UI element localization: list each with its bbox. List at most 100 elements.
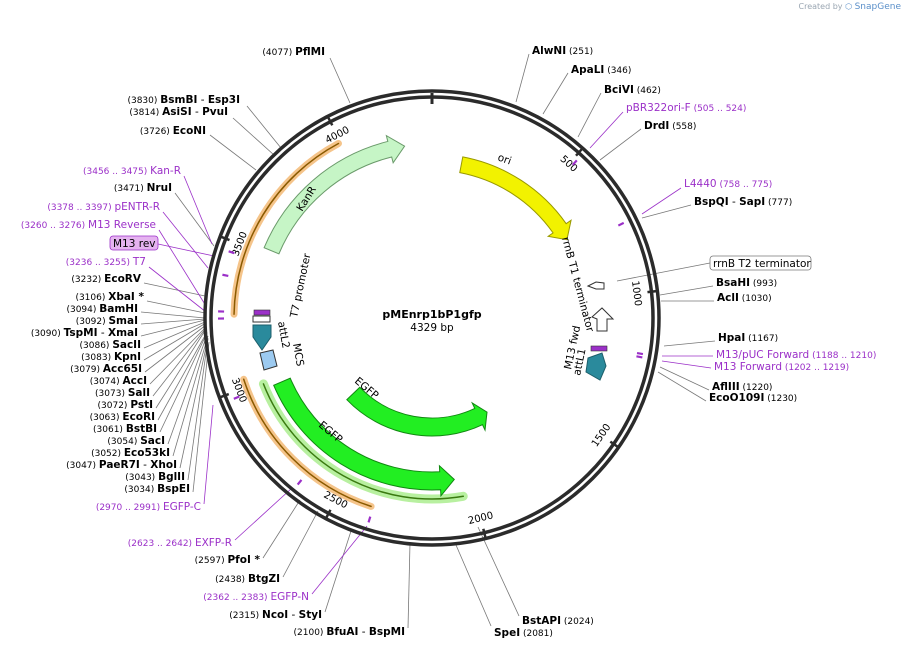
tick-500 xyxy=(575,148,583,157)
enzyme-apali[interactable]: ApaLI (346) xyxy=(571,64,631,76)
plasmid-name: pMEnrp1bP1gfp xyxy=(382,308,481,321)
leader-line xyxy=(179,337,209,469)
enzyme-ecorv[interactable]: (3232) EcoRV xyxy=(71,273,141,285)
backbone-outer-ring xyxy=(203,89,661,547)
enzyme-eco53ki[interactable]: (3052) Eco53kI xyxy=(91,447,170,459)
leader-line xyxy=(172,335,209,457)
enzyme-xbai[interactable]: (3106) XbaI * xyxy=(75,291,144,303)
enzyme-smai[interactable]: (3092) SmaI xyxy=(76,315,138,327)
enzyme-spei[interactable]: SpeI (2081) xyxy=(494,627,553,639)
enzyme-ncoi[interactable]: (2315) NcoI - StyI xyxy=(229,609,322,621)
primer-mark-8 xyxy=(233,395,240,400)
tick-2500 xyxy=(325,509,332,519)
egfp-core xyxy=(262,383,464,500)
kanr-arrow xyxy=(263,134,406,255)
enzyme-ecori[interactable]: (3063) EcoRI xyxy=(90,411,155,423)
primer-exfp-r[interactable]: (2623 .. 2642) EXFP-R xyxy=(128,537,232,549)
enzyme-econi[interactable]: (3726) EcoNI xyxy=(140,125,206,137)
enzyme-nrui[interactable]: (3471) NruI xyxy=(114,182,172,194)
leader-line xyxy=(140,311,206,319)
mcs-label: MCS xyxy=(290,342,306,367)
primer-pbr322ori-f[interactable]: pBR322ori-F (505 .. 524) xyxy=(626,102,746,114)
primer-site-marks xyxy=(217,159,644,523)
primer-pentr-r[interactable]: (3378 .. 3397) pENTR-R xyxy=(47,201,160,213)
enzyme-acc65i[interactable]: (3079) Acc65I xyxy=(70,363,142,375)
leader-line xyxy=(661,360,712,369)
enzyme-bsmbi[interactable]: (3830) BsmBI - Esp3I xyxy=(127,94,240,106)
m13-fwd-site xyxy=(590,345,608,352)
ori-arrow xyxy=(459,156,572,241)
leader-line xyxy=(143,322,207,361)
enzyme-psti[interactable]: (3072) PstI xyxy=(98,399,153,411)
leader-line xyxy=(311,525,368,595)
enzyme-bspqi[interactable]: BspQI - SapI (777) xyxy=(694,196,792,208)
leader-line xyxy=(146,300,206,314)
m13-rev-text: M13 rev xyxy=(113,238,156,250)
enzyme-pflmi[interactable]: (4077) PflMI xyxy=(262,46,325,58)
leader-line xyxy=(577,92,602,138)
primer-l4440[interactable]: L4440 (758 .. 775) xyxy=(684,178,772,190)
leader-line xyxy=(183,175,213,245)
enzyme-aflii[interactable]: AflIII (1220) xyxy=(712,381,772,393)
enzyme-bstbi[interactable]: (3061) BstBI xyxy=(93,423,157,435)
ori-label: ori xyxy=(496,152,513,168)
enzyme-alwni[interactable]: AlwNI (251) xyxy=(532,45,593,57)
primer-egfp-c[interactable]: (2970 .. 2991) EGFP-C xyxy=(96,501,201,513)
attl2-site xyxy=(252,324,272,351)
primer-t7[interactable]: (3236 .. 3255) T7 xyxy=(66,256,146,268)
attl2-label: attL2 xyxy=(275,320,292,349)
rrnb-t1-terminator xyxy=(586,281,615,332)
leader-line xyxy=(455,544,492,627)
leader-line xyxy=(515,53,530,103)
enzyme-sacii[interactable]: (3086) SacII xyxy=(80,339,141,351)
primer-kan-r[interactable]: (3456 .. 3475) Kan-R xyxy=(83,165,181,177)
enzyme-drdi[interactable]: DrdI (558) xyxy=(644,120,696,132)
leader-line xyxy=(246,105,282,149)
leader-line xyxy=(159,332,208,433)
enzyme-btgzi[interactable]: (2438) BtgZI xyxy=(215,573,280,585)
enzyme-bamhi[interactable]: (3094) BamHI xyxy=(66,303,138,315)
leader-line xyxy=(232,117,275,156)
leader-line xyxy=(148,266,207,313)
enzyme-sali[interactable]: (3073) SalI xyxy=(95,387,150,399)
enzyme-pfoi[interactable]: (2597) PfoI * xyxy=(195,554,261,566)
primer-m13puc-forward[interactable]: M13/pUC Forward (1188 .. 1210) xyxy=(716,349,876,361)
rrnb-t2-box[interactable]: rrnB T2 terminator xyxy=(709,255,812,271)
leader-line xyxy=(157,243,215,257)
enzyme-kpni[interactable]: (3083) KpnI xyxy=(81,351,141,363)
enzyme-bfuai[interactable]: (2100) BfuAI - BspMI xyxy=(294,626,405,638)
snapgene-logo-icon: ⬡ xyxy=(845,2,853,11)
leader-line xyxy=(143,321,206,349)
primer-m13-reverse[interactable]: (3260 .. 3276) M13 Reverse xyxy=(21,219,156,231)
tick-3500 xyxy=(220,235,230,242)
enzyme-asisi[interactable]: (3814) AsiSI - PvuI xyxy=(129,106,228,118)
t7-promoter-label: T7 promoter xyxy=(288,252,314,320)
enzyme-eco0109i[interactable]: EcoO109I (1230) xyxy=(709,392,797,404)
tick-3000 xyxy=(219,392,230,399)
leader-line xyxy=(234,487,293,541)
enzyme-bstapi[interactable]: BstAPI (2024) xyxy=(522,615,594,627)
leader-line xyxy=(158,229,207,307)
primer-m13-forward[interactable]: M13 Forward (1202 .. 1219) xyxy=(714,361,849,373)
tick-label-2000: 2000 xyxy=(467,510,494,527)
m13-rev-box[interactable]: M13 rev xyxy=(109,235,159,251)
enzyme-acci[interactable]: (3074) AccI xyxy=(90,375,147,387)
enzyme-hpai[interactable]: HpaI (1167) xyxy=(718,332,778,344)
t7-mark xyxy=(252,309,271,323)
enzyme-paer7i[interactable]: (3047) PaeR7I - XhoI xyxy=(66,459,177,471)
leader-line xyxy=(162,211,209,269)
enzyme-bspei[interactable]: (3034) BspEI xyxy=(124,483,190,495)
primer-mark-10 xyxy=(367,516,372,523)
enzyme-saci[interactable]: (3054) SacI xyxy=(107,435,165,447)
leader-line xyxy=(407,542,411,629)
enzyme-bsahi[interactable]: BsaHI (993) xyxy=(716,277,777,289)
enzyme-bcivi[interactable]: BciVI (462) xyxy=(604,84,661,96)
leader-line xyxy=(599,128,642,161)
primer-egfp-n[interactable]: (2362 .. 2383) EGFP-N xyxy=(203,591,309,603)
enzyme-acli[interactable]: AclI (1030) xyxy=(717,292,772,304)
primer-mark-3 xyxy=(636,355,643,359)
enzyme-tspmi[interactable]: (3090) TspMI - XmaI xyxy=(31,327,138,339)
tick-4000 xyxy=(327,116,334,126)
leader-line xyxy=(589,111,624,149)
enzyme-bglii[interactable]: (3043) BglII xyxy=(125,471,185,483)
